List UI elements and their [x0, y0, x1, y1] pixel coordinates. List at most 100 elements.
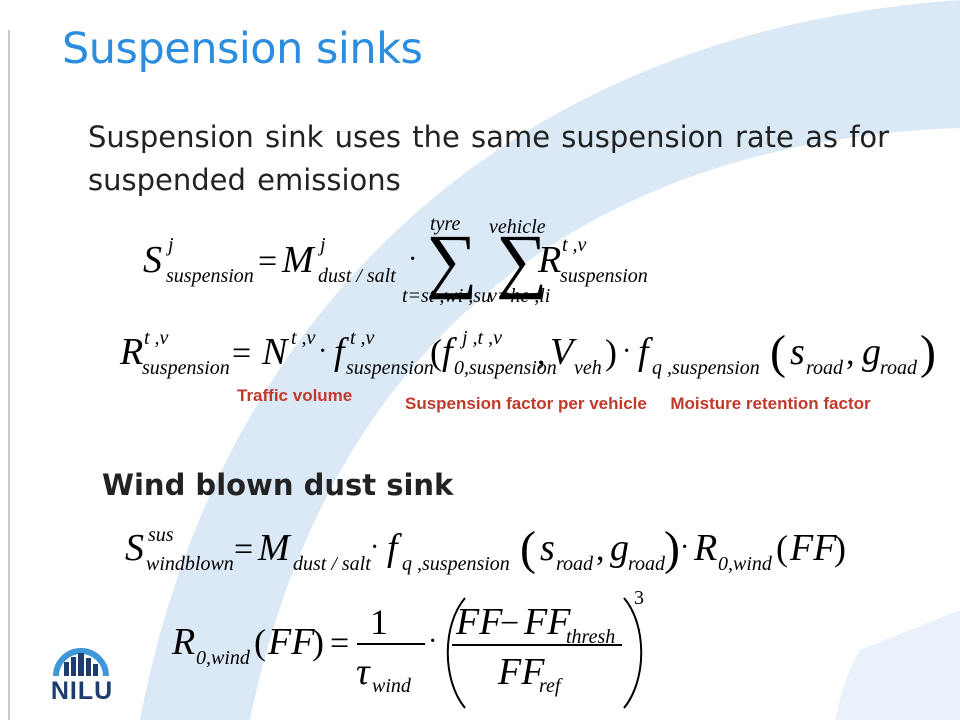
eq1-lower-vehicle: v=he ,li	[488, 285, 550, 307]
eq2-sub-fq: q ,suspension	[652, 357, 760, 379]
eq1-R: R	[537, 239, 561, 281]
eq2-dot1: ·	[318, 336, 327, 367]
eq1-equals: =	[258, 243, 277, 280]
eq1-sub-suspension2: suspension	[560, 265, 648, 287]
eq4-den-FF: FF	[497, 651, 545, 693]
eq2-s: s	[790, 331, 805, 373]
eq4-numerator-1: 1	[370, 602, 388, 642]
eq2-bigparen-open: (	[770, 326, 786, 379]
eq3-M: M	[257, 527, 292, 569]
eq4-ff-open: (	[254, 622, 266, 662]
eq2-paren-close: )	[605, 332, 617, 372]
eq3-FF: FF	[789, 527, 837, 569]
eq3-dot2: ·	[680, 532, 689, 563]
eq3-paren-close: )	[664, 522, 680, 575]
eq2-sup-f0: j ,t ,v	[459, 327, 502, 349]
logo-bar-3	[78, 653, 84, 676]
eq2-sub-veh: veh	[574, 357, 602, 379]
eq3-sub-road2: road	[628, 553, 666, 575]
eq2-dot2: ·	[622, 336, 631, 367]
eq4-dot: ·	[428, 626, 437, 657]
eq1-sup-j: j	[165, 234, 174, 256]
eq2-sub-road2: road	[880, 357, 918, 379]
eq3-ff-close: )	[834, 528, 846, 568]
eq4-ff-close: )	[312, 622, 324, 662]
eq2-comma2: ,	[846, 335, 855, 372]
eq3-sub-dustsalt: dust / salt	[293, 553, 371, 575]
eq3-s: s	[540, 527, 555, 569]
small-arc	[835, 610, 960, 720]
eq2-sub-f: suspension	[346, 357, 434, 379]
intro-text: Suspension sink uses the same suspension…	[88, 120, 890, 197]
eq3-sub-fq: q ,suspension	[402, 553, 510, 575]
eq4-exponent: 3	[634, 587, 644, 609]
eq4-R: R	[171, 621, 195, 663]
eq1-upper-tyre: tyre	[430, 213, 460, 235]
eq3-g: g	[610, 527, 629, 569]
eq3-S: S	[125, 527, 144, 569]
eq1-sup-tv: t ,v	[562, 234, 587, 256]
eq2-equals: =	[232, 335, 251, 372]
label-traffic-volume: Traffic volume	[237, 386, 353, 405]
eq2-g: g	[862, 331, 881, 373]
wind-blown-heading: Wind blown dust sink	[102, 468, 454, 502]
eq3-R: R	[693, 527, 717, 569]
logo-bar-5	[93, 664, 98, 676]
eq3-sup-sus: sus	[148, 524, 174, 546]
eq4-minus: −	[500, 605, 519, 642]
eq1-sum-vehicle: ∑	[496, 220, 547, 300]
eq3-sub-0wind: 0,wind	[718, 553, 773, 575]
eq2-paren-open: (	[430, 332, 442, 372]
eq1-sub-dustsalt: dust / salt	[318, 265, 396, 287]
logo-arc	[53, 648, 109, 677]
label-suspension-factor: Suspension factor per vehicle	[405, 394, 647, 413]
eq3-comma: ,	[596, 531, 605, 568]
eq2-sup-f: t ,v	[350, 327, 375, 349]
eq4-FF-thresh: FF	[523, 601, 571, 643]
eq2-sup-N: t ,v	[291, 327, 316, 349]
eq1-sup-j2: j	[317, 234, 326, 256]
eq2-sub-road: road	[806, 357, 844, 379]
eq2-sup-tv: t ,v	[144, 327, 169, 349]
eq4-num-FF: FF	[455, 601, 503, 643]
eq2-N: N	[261, 331, 290, 373]
label-moisture-retention: Moisture retention factor	[670, 394, 871, 413]
eq2-V: V	[550, 331, 577, 373]
eq3-paren-open: (	[520, 522, 536, 575]
eq1-dot: ·	[408, 244, 417, 275]
eq3-sub-road: road	[556, 553, 594, 575]
eq3-dot1: ·	[370, 532, 379, 563]
eq4-FF: FF	[267, 621, 315, 663]
eq4-sub-thresh: thresh	[566, 626, 615, 648]
logo-bar-1	[64, 662, 69, 676]
eq1-upper-vehicle: vehicle	[489, 216, 546, 238]
eq3-ff-open: (	[776, 528, 788, 568]
eq4-tau: τ	[356, 651, 371, 693]
eq1-lower-tyre: t=st ,wi ,su	[402, 285, 491, 307]
eq2-sub-f0: 0,suspension	[454, 357, 557, 379]
eq4-sub-wind: wind	[372, 675, 412, 697]
eq1-sum-tyre: ∑	[426, 220, 477, 300]
eq4-sub-ref: ref	[539, 675, 563, 697]
eq3-sub-windblown: windblown	[146, 553, 234, 575]
slide-title: Suspension sinks	[62, 24, 423, 74]
eq4-bigparen-close	[623, 597, 643, 709]
logo-text: NILU	[50, 677, 114, 705]
eq4-bigparen-open	[446, 597, 466, 709]
eq2-bigparen-close: )	[920, 326, 936, 379]
left-border-line	[8, 30, 10, 720]
large-arc	[140, 0, 960, 720]
eq4-equals: =	[330, 625, 349, 662]
eq1-sub-suspension: suspension	[166, 265, 254, 287]
eq2-comma: ,	[537, 335, 546, 372]
eq2-sub-suspension: suspension	[142, 357, 230, 379]
eq3-equals: =	[234, 531, 253, 568]
eq4-sub-0wind: 0,wind	[196, 647, 251, 669]
eq2-R: R	[119, 331, 143, 373]
